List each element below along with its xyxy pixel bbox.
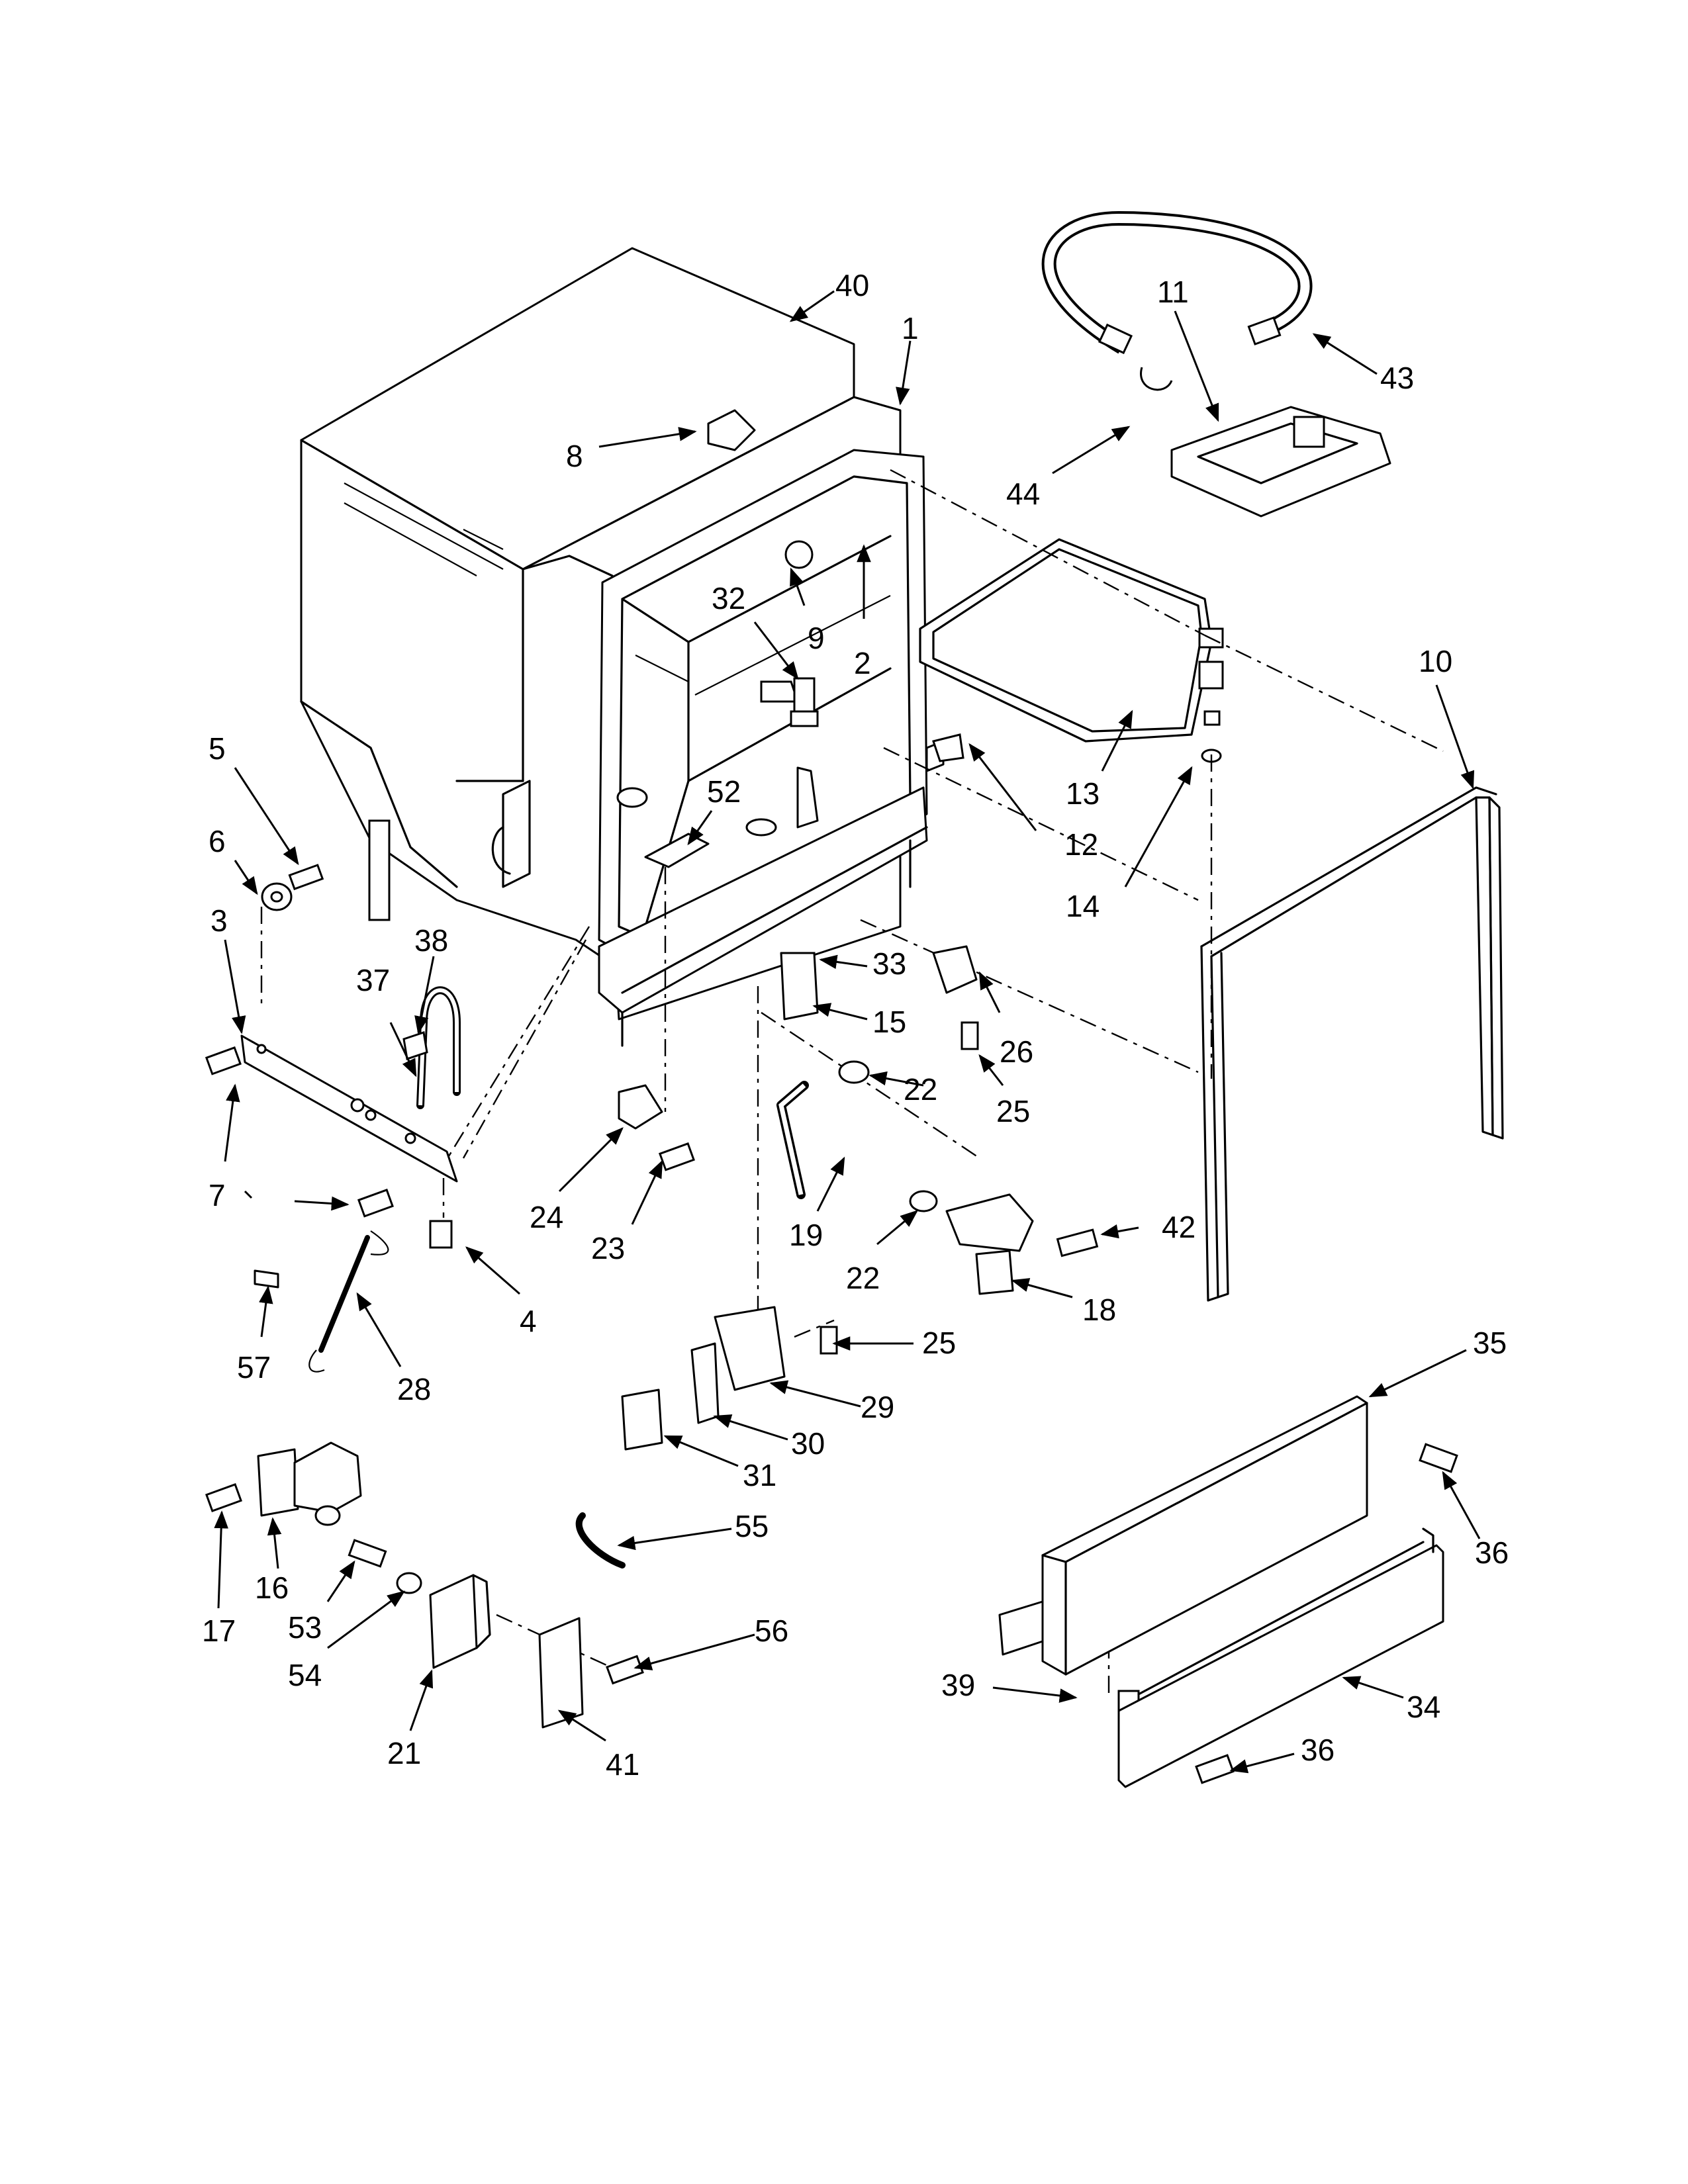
callout-44: 44 (1006, 477, 1040, 511)
callout-2: 2 (854, 646, 871, 680)
callout-25: 25 (996, 1094, 1030, 1128)
callout-16: 16 (255, 1570, 289, 1605)
callout-35: 35 (1473, 1326, 1507, 1360)
callout-22: 22 (846, 1261, 880, 1295)
callout-8: 8 (566, 439, 583, 473)
bracket-21 (429, 1574, 478, 1669)
callout-36: 36 (1301, 1733, 1335, 1767)
callout-14: 14 (1066, 889, 1100, 923)
callout-53: 53 (288, 1610, 322, 1645)
callout-18: 18 (1082, 1293, 1116, 1327)
callout-33: 33 (872, 946, 906, 981)
callout-39: 39 (941, 1668, 975, 1702)
callout-6: 6 (209, 824, 226, 858)
hose-bracket (1170, 406, 1391, 518)
callout-37: 37 (356, 963, 390, 997)
callout-9: 9 (808, 621, 825, 655)
tag (254, 1269, 279, 1289)
callout-54: 54 (288, 1658, 322, 1692)
callout-40: 40 (835, 268, 869, 302)
callout-17: 17 (202, 1614, 236, 1648)
callout-28: 28 (397, 1372, 431, 1406)
callout-38: 38 (414, 923, 448, 958)
hose-clip (575, 1512, 626, 1569)
callout-leaders (214, 290, 1481, 1774)
drain-hose (1041, 210, 1313, 391)
callout-26: 26 (1000, 1034, 1033, 1069)
toe-kick-panels (998, 1395, 1444, 1788)
water-valve (257, 1441, 362, 1526)
callout-numbers: 40 1 11 43 8 44 32 9 2 10 5 52 13 12 6 1… (202, 268, 1509, 1782)
callout-29: 29 (861, 1390, 894, 1424)
callout-12: 12 (1064, 827, 1098, 862)
callout-1: 1 (902, 311, 919, 345)
callout-7: 7 (209, 1178, 226, 1212)
callout-15: 15 (872, 1005, 906, 1039)
valve-bracket (621, 1306, 786, 1451)
callout-57: 57 (237, 1350, 271, 1385)
callout-19: 19 (789, 1218, 823, 1252)
callout-10: 10 (1419, 644, 1452, 678)
callout-55: 55 (735, 1509, 769, 1543)
callout-24: 24 (530, 1200, 563, 1234)
callout-32: 32 (712, 581, 745, 615)
callout-34: 34 (1407, 1690, 1440, 1724)
callout-13: 13 (1066, 776, 1100, 811)
bracket-41 (538, 1617, 584, 1729)
tub-assembly (300, 247, 945, 1047)
callout-3: 3 (211, 903, 228, 938)
frame-rail (1200, 786, 1504, 1302)
callout-5: 5 (209, 731, 226, 766)
valve-parts (618, 1060, 1034, 1295)
callout-11: 11 (1157, 275, 1189, 309)
callout-41: 41 (606, 1747, 639, 1782)
callout-42: 42 (1162, 1210, 1196, 1244)
callout-21: 21 (387, 1736, 421, 1770)
callout-31: 31 (743, 1458, 776, 1492)
callout-25: 25 (922, 1326, 956, 1360)
callout-4: 4 (520, 1304, 537, 1338)
callout-30: 30 (791, 1426, 825, 1461)
callout-23: 23 (591, 1231, 625, 1265)
callout-56: 56 (755, 1614, 788, 1648)
callout-36: 36 (1475, 1535, 1509, 1570)
left-bracket (240, 1034, 458, 1183)
callout-43: 43 (1380, 361, 1414, 395)
callout-52: 52 (707, 774, 741, 809)
spring (318, 1235, 370, 1353)
callout-22: 22 (904, 1072, 937, 1107)
heater-element (919, 538, 1213, 743)
